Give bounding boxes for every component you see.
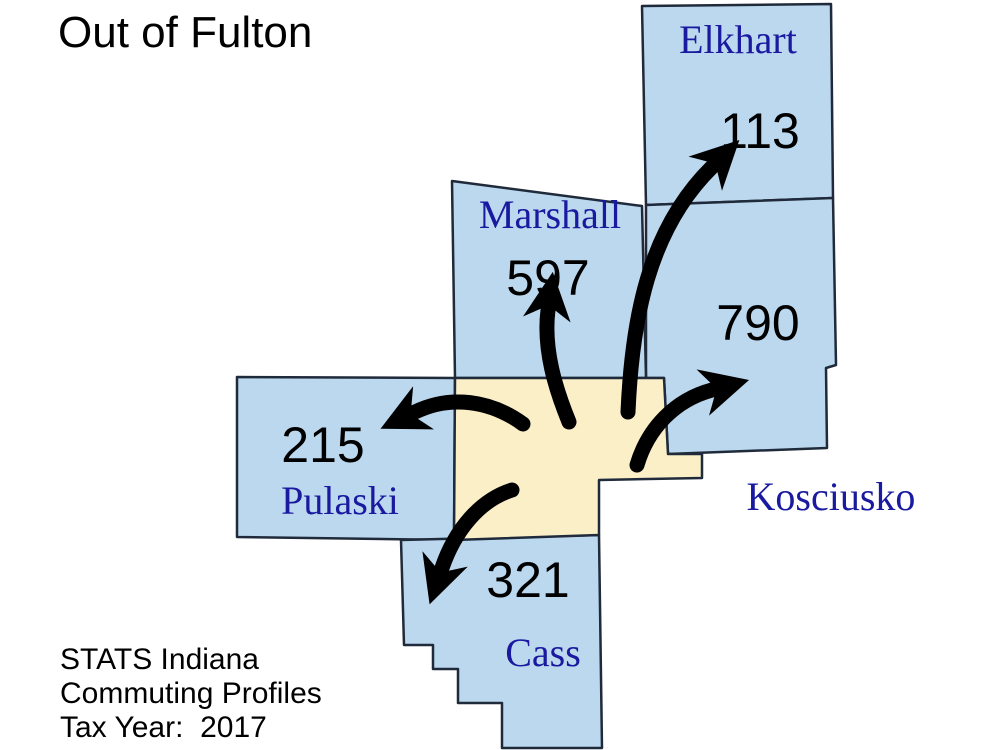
credit-line-source: STATS Indiana xyxy=(60,643,259,676)
county-label-kosciusko: Kosciusko xyxy=(747,474,916,519)
arrow-to-cass xyxy=(422,482,520,605)
commuter-count-pulaski: 215 xyxy=(281,417,364,473)
county-label-marshall: Marshall xyxy=(479,192,621,237)
credit-line-profile: Commuting Profiles xyxy=(60,677,322,710)
arrow-to-elkhart xyxy=(620,140,740,420)
arrow-to-pulaski xyxy=(380,386,531,432)
commuter-count-elkhart: 113 xyxy=(720,103,800,159)
commuter-count-marshall: 597 xyxy=(506,250,589,306)
arrow-to-marshall xyxy=(522,271,577,430)
arrow-to-kosciusko xyxy=(629,369,750,473)
source-credit: STATS Indiana Commuting Profiles Tax Yea… xyxy=(60,643,322,745)
commuter-count-cass: 321 xyxy=(486,552,569,608)
county-label-pulaski: Pulaski xyxy=(281,478,399,523)
map-title: Out of Fulton xyxy=(58,8,313,57)
credit-line-year: Tax Year: 2017 xyxy=(60,711,267,744)
county-label-elkhart: Elkhart xyxy=(679,17,797,62)
commuter-count-kosciusko: 790 xyxy=(716,295,799,351)
county-label-cass: Cass xyxy=(505,630,581,675)
